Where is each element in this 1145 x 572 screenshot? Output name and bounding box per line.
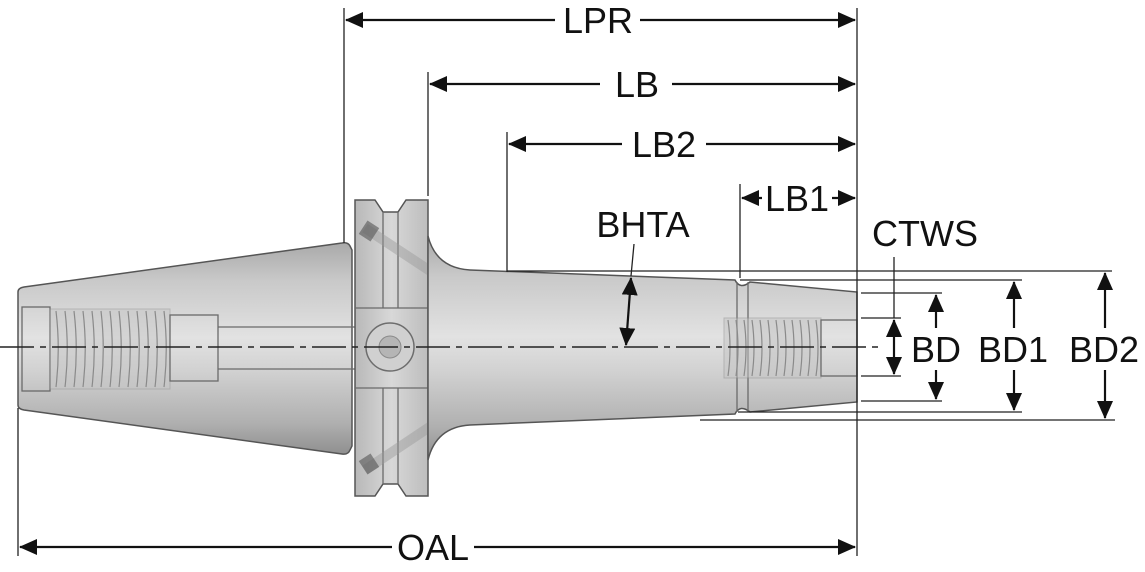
thread-ridge <box>100 310 104 388</box>
taper-counterbore <box>21 306 51 392</box>
label-lb: LB <box>615 64 659 105</box>
label-bhta: BHTA <box>596 204 689 245</box>
dimension-bd1: BD1 <box>978 281 1048 411</box>
extension-lines <box>17 8 1115 556</box>
taper-bore <box>169 314 219 382</box>
dimension-lb2: LB2 <box>508 124 856 165</box>
thread-ridge <box>118 310 122 388</box>
thread-ridge <box>127 310 131 388</box>
thread-ridge <box>751 319 755 377</box>
set-screw-top <box>358 220 380 242</box>
label-lb1: LB1 <box>765 178 829 219</box>
taper-thread-zone <box>49 308 171 390</box>
thread-ridge <box>775 319 779 377</box>
set-screw-bottom <box>358 453 380 475</box>
front-thread-zone <box>723 317 822 379</box>
dimension-ctws: CTWS <box>872 213 978 375</box>
thread-ridge <box>799 319 803 377</box>
label-bd2: BD2 <box>1069 329 1139 370</box>
tool-body <box>17 199 858 497</box>
thread-ridge <box>163 310 167 388</box>
thread-ridge <box>136 310 140 388</box>
label-lb2: LB2 <box>632 124 696 165</box>
thread-ridge <box>91 310 95 388</box>
label-lpr: LPR <box>563 0 633 41</box>
label-oal: OAL <box>397 527 469 568</box>
taper-shank <box>17 242 353 455</box>
thread-ridge <box>783 319 787 377</box>
thread-ridge <box>64 310 68 388</box>
thread-ridge <box>154 310 158 388</box>
thread-ridge <box>145 310 149 388</box>
thread-ridge <box>55 310 59 388</box>
label-bd1: BD1 <box>978 329 1048 370</box>
label-ctws: CTWS <box>872 213 978 254</box>
dimension-oal: OAL <box>19 527 856 568</box>
thread-ridge <box>759 319 763 377</box>
label-bd: BD <box>911 329 961 370</box>
dimension-bd2: BD2 <box>1069 272 1139 419</box>
dimension-lpr: LPR <box>345 0 856 41</box>
dimension-bhta: BHTA <box>596 204 690 346</box>
thread-ridge <box>109 310 113 388</box>
thread-ridge <box>73 310 77 388</box>
dimension-bd: BD <box>911 294 961 400</box>
taper-thread <box>55 310 167 388</box>
thread-ridge <box>767 319 771 377</box>
thread-ridge <box>82 310 86 388</box>
thread-ridge <box>735 319 739 377</box>
thread-ridge <box>727 319 731 377</box>
thread-ridge <box>743 319 747 377</box>
thread-ridge <box>791 319 795 377</box>
thread-ridge <box>815 319 819 377</box>
dimension-lb1: LB1 <box>741 178 856 219</box>
front-thread <box>727 319 819 377</box>
dimension-lb: LB <box>429 64 856 105</box>
thread-ridge <box>807 319 811 377</box>
